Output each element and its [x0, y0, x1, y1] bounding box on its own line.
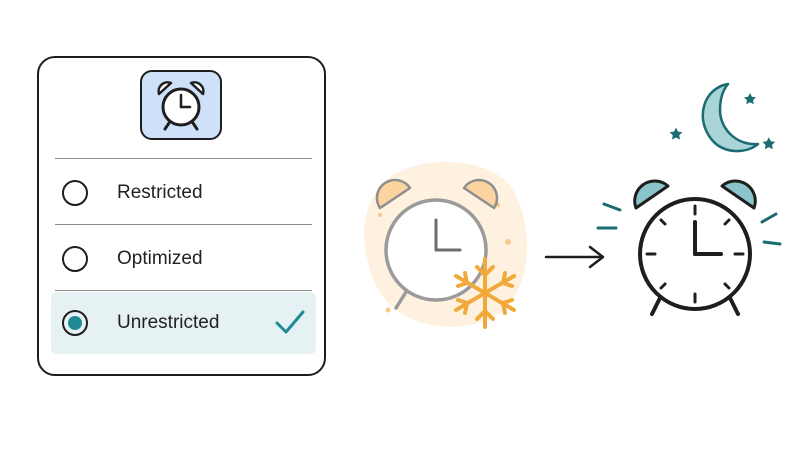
- crescent-moon-icon: [669, 82, 776, 153]
- radio-optimized[interactable]: [62, 246, 88, 272]
- snowflake-icon: [454, 257, 516, 329]
- divider: [55, 158, 312, 159]
- checkmark-icon: [275, 310, 305, 334]
- option-optimized[interactable]: Optimized: [51, 228, 316, 290]
- divider: [55, 224, 312, 225]
- option-label: Optimized: [117, 248, 203, 269]
- star-icon: [669, 93, 776, 150]
- option-restricted[interactable]: Restricted: [51, 162, 316, 224]
- ringing-alarm-clock-icon: [596, 179, 782, 316]
- radio-restricted[interactable]: [62, 180, 88, 206]
- option-unrestricted[interactable]: Unrestricted: [51, 292, 316, 354]
- divider: [55, 290, 312, 291]
- option-label: Unrestricted: [117, 312, 220, 333]
- option-label: Restricted: [117, 182, 203, 203]
- alarm-clock-icon: [157, 81, 205, 131]
- alarm-clock-app-icon: [140, 70, 222, 140]
- radio-unrestricted[interactable]: [62, 310, 88, 336]
- arrow-right-icon: [544, 245, 605, 269]
- battery-settings-card: Restricted Optimized Unrestricted: [37, 56, 326, 376]
- frozen-alarm-clock-icon: [364, 161, 528, 329]
